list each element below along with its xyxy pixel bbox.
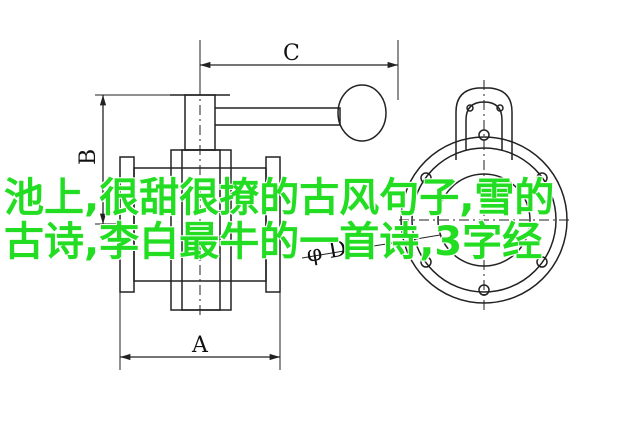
overlay-caption-line-1: 池上,很甜很撩的古风句子,雪的 (4, 175, 555, 221)
dimension-label-b: B (76, 149, 101, 165)
stem-column (184, 94, 216, 151)
dimension-lines (99, 61, 398, 361)
dimension-label-c: C (283, 41, 300, 66)
overlay-caption-line-2: 古诗,李白最牛的一首诗,3字经 (4, 219, 543, 265)
handle-lever (215, 107, 341, 126)
diameter-leader-line (301, 234, 441, 259)
dimension-label-a: A (191, 333, 209, 358)
front-view (301, 80, 569, 310)
handle-knob (337, 84, 387, 142)
